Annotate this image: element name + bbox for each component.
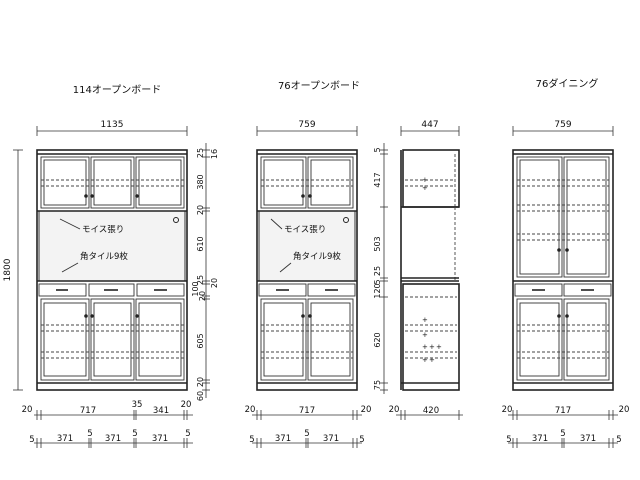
dim-d-width: 759 — [554, 120, 571, 130]
dim-b1-b-371a: 371 — [57, 434, 73, 444]
svg-text:+: + — [429, 343, 435, 351]
dim-b1-25b: 25 — [196, 275, 205, 285]
label-moisu-1: モイス張り — [82, 225, 124, 235]
svg-text:+: + — [422, 184, 428, 192]
title-76-dining: 76ダイニング — [536, 77, 599, 90]
dim-b1-w-35: 35 — [132, 400, 143, 410]
dim-b1-25: 25 — [196, 148, 205, 158]
dim-d-b-371a: 371 — [532, 434, 548, 444]
dim-b1-20d: 20 — [196, 377, 205, 387]
dim-side-503: 503 — [373, 236, 382, 251]
cabinet-114-elevation: 1135 モイス張り 角タイル9枚 — [3, 120, 219, 448]
svg-text:+: + — [422, 331, 428, 339]
dim-b2-w-20r: 20 — [361, 405, 372, 415]
dim-side-75: 75 — [373, 380, 382, 390]
dim-b1-w-20l: 20 — [22, 405, 33, 415]
svg-text:+: + — [422, 343, 428, 351]
dim-b1-b-5d: 5 — [185, 429, 190, 439]
dim-b1-b-5c: 5 — [132, 429, 137, 439]
label-tile-1: 角タイル9枚 — [80, 251, 128, 262]
dim-b1-b-5b: 5 — [87, 429, 92, 439]
dim-b1-w-341: 341 — [153, 406, 169, 416]
title-76-open-board: 76オープンボード — [278, 80, 360, 92]
cabinet-76-dining-elevation: 759 20 — [502, 120, 630, 448]
svg-text:+: + — [422, 316, 428, 324]
dim-side-620: 620 — [373, 332, 382, 347]
dim-side-5a: 5 — [373, 147, 382, 152]
dim-side-25: 25 — [373, 266, 382, 276]
title-114-open-board: 114オープンボード — [73, 84, 162, 96]
dim-side-417: 417 — [373, 172, 382, 187]
dim-b2-b-371a: 371 — [275, 434, 291, 444]
dim-d-w-20r: 20 — [619, 405, 630, 415]
dim-b1-610: 610 — [196, 236, 205, 251]
dim-b1-20a: 20 — [196, 205, 205, 215]
dim-d-b-5b: 5 — [560, 429, 565, 439]
svg-text:+: + — [422, 356, 428, 364]
dim-b2-w-20l: 20 — [245, 405, 256, 415]
dim-b1-w-717: 717 — [80, 406, 96, 416]
dim-b1-b-5a: 5 — [29, 435, 34, 445]
dim-b1-b-371b: 371 — [105, 434, 121, 444]
dim-d-b-5c: 5 — [616, 435, 621, 445]
cabinet-76-elevation: 759 モイス張り 角タイル9枚 — [245, 120, 372, 448]
dim-b2-w-717: 717 — [299, 406, 315, 416]
dim-d-b-371b: 371 — [580, 434, 596, 444]
dim-side-w-420: 420 — [423, 406, 439, 416]
svg-text:+: + — [436, 343, 442, 351]
dim-d-b-5a: 5 — [506, 435, 511, 445]
dim-b2-b-371b: 371 — [323, 434, 339, 444]
dim-b1-16: 16 — [210, 149, 219, 159]
dim-b2-width: 759 — [298, 120, 315, 130]
dim-d-w-20l: 20 — [502, 405, 513, 415]
dim-width-1135: 1135 — [101, 120, 124, 130]
dim-d-w-717: 717 — [555, 406, 571, 416]
dim-b1-w-20r: 20 — [181, 400, 192, 410]
dim-side-120: 120 — [373, 283, 382, 298]
svg-text:+: + — [429, 356, 435, 364]
dim-b2-b-5a: 5 — [249, 435, 254, 445]
dim-side-5b: 5 — [373, 279, 382, 284]
dim-b1-605: 605 — [196, 333, 205, 348]
cabinet-side-view: 447 + + + + + + + + + 5 417 — [373, 120, 463, 420]
dim-b1-100: 100 — [191, 281, 200, 296]
label-moisu-2: モイス張り — [284, 225, 326, 235]
dim-side-width: 447 — [421, 120, 438, 130]
dim-b2-b-5c: 5 — [359, 435, 364, 445]
dim-b2-b-5b: 5 — [304, 429, 309, 439]
dim-side-w-20: 20 — [389, 405, 400, 415]
dim-height-1800: 1800 — [3, 258, 13, 281]
dim-b1-20c: 20 — [210, 278, 219, 288]
label-tile-2: 角タイル9枚 — [293, 251, 341, 262]
dim-b1-b-371c: 371 — [152, 434, 168, 444]
dim-b1-60: 60 — [196, 391, 205, 401]
dim-b1-380: 380 — [196, 174, 205, 189]
svg-text:+: + — [422, 176, 428, 184]
